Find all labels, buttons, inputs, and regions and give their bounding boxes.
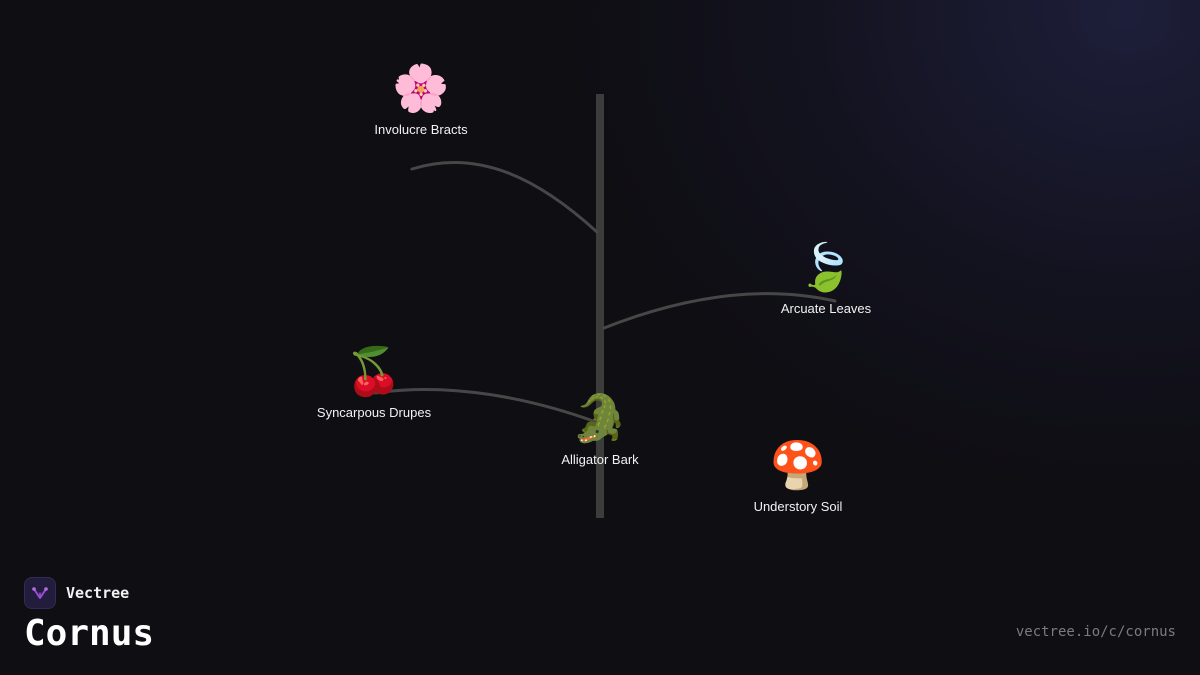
cherry-blossom-icon: 🌸 <box>392 62 450 114</box>
node-understory-soil[interactable]: 🍄 Understory Soil <box>708 437 888 514</box>
page-title: Cornus <box>24 613 155 654</box>
node-label: Syncarpous Drupes <box>316 405 432 420</box>
node-label: Understory Soil <box>753 499 843 514</box>
brand-name: Vectree <box>66 584 130 602</box>
branch-involucre-bracts <box>410 160 599 234</box>
mushroom-icon: 🍄 <box>769 439 827 491</box>
node-syncarpous-drupes[interactable]: 🍒 Syncarpous Drupes <box>284 343 464 420</box>
brand[interactable]: Vectree <box>24 577 129 609</box>
node-label: Arcuate Leaves <box>780 301 872 316</box>
branch-arcuate-leaves <box>602 292 837 330</box>
cherries-icon: 🍒 <box>345 345 403 397</box>
node-label: Alligator Bark <box>561 452 639 467</box>
branch-syncarpous-drupes <box>373 388 598 424</box>
page-url[interactable]: vectree.io/c/cornus <box>1015 624 1176 640</box>
leaves-fluttering-icon: 🍃 <box>797 241 855 293</box>
node-label: Involucre Bracts <box>374 122 468 137</box>
node-arcuate-leaves[interactable]: 🍃 Arcuate Leaves <box>736 239 916 316</box>
vectree-logo-icon <box>24 577 56 609</box>
node-involucre-bracts[interactable]: 🌸 Involucre Bracts <box>331 60 511 137</box>
crocodile-icon: 🐊 <box>571 392 629 444</box>
node-alligator-bark[interactable]: 🐊 Alligator Bark <box>510 390 690 467</box>
